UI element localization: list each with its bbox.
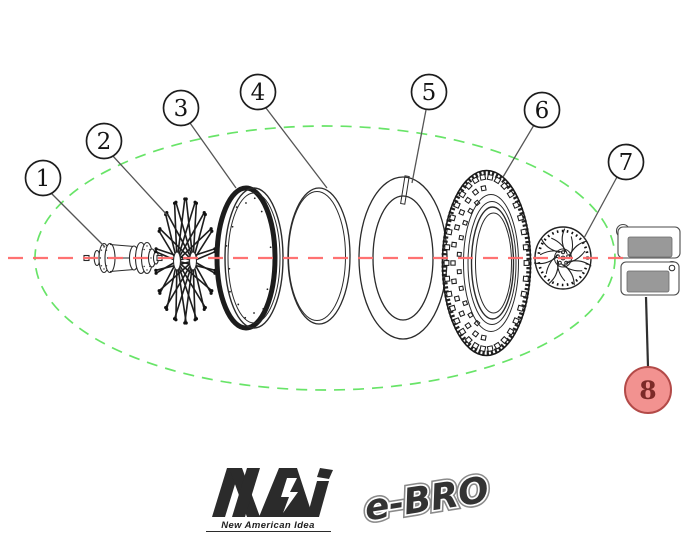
nai-letter-i-top — [317, 468, 333, 479]
leader-line — [111, 154, 169, 217]
callout-number: 4 — [251, 80, 266, 106]
callout-number: 2 — [97, 129, 112, 155]
part-wheel-rim — [214, 185, 284, 331]
leader-line — [583, 176, 618, 239]
callout-7[interactable]: 7 — [583, 143, 645, 239]
callout-4[interactable]: 4 — [239, 73, 328, 189]
leader-line — [411, 109, 427, 184]
nai-tagline: New American Idea — [221, 520, 315, 531]
callout-number: 5 — [422, 80, 437, 106]
callout-circle[interactable] — [239, 73, 277, 111]
callout-2[interactable]: 2 — [85, 122, 169, 217]
callout-circle[interactable] — [24, 159, 62, 197]
nai-letter-n-stem2 — [232, 468, 260, 517]
leader-line — [189, 122, 237, 189]
callout-circle[interactable] — [523, 91, 561, 129]
callout-3[interactable]: 3 — [162, 89, 237, 189]
part-rim-band — [287, 187, 351, 325]
callout-number: 6 — [535, 98, 550, 124]
callout-5[interactable]: 5 — [410, 73, 448, 184]
pad-friction-upper — [627, 236, 673, 258]
leader-line — [265, 107, 328, 189]
callout-8-highlighted[interactable]: 8 — [624, 296, 672, 414]
valve-stem — [400, 175, 410, 205]
nai-letter-i-stem — [307, 481, 329, 517]
ebro-text: e-BRO — [362, 469, 492, 529]
ebro-logo: e-BRO e-BRO e-BRO — [359, 466, 495, 533]
rim-spoke-holes — [225, 197, 275, 319]
part-spoke-set — [154, 197, 217, 325]
leader-line — [50, 192, 106, 248]
leader-line — [502, 124, 535, 178]
callout-number: 3 — [174, 96, 189, 122]
tire-tread-knobs — [443, 173, 530, 353]
part-brake-pads — [615, 223, 681, 296]
callout-circle[interactable] — [85, 122, 123, 160]
nai-logo: New American Idea — [206, 468, 333, 532]
part-tire — [441, 169, 532, 357]
callout-circle[interactable] — [162, 89, 200, 127]
lightning-bolt-icon — [281, 478, 298, 513]
callout-number: 7 — [619, 150, 634, 176]
callout-circle[interactable] — [607, 143, 645, 181]
callout-number: 8 — [639, 376, 656, 405]
callout-circle-highlighted[interactable] — [624, 366, 672, 414]
callout-1[interactable]: 1 — [24, 159, 106, 248]
pad-friction-lower — [626, 270, 670, 293]
leader-line — [644, 296, 650, 368]
nai-letter-n-stem — [212, 468, 240, 517]
callout-circle[interactable] — [410, 73, 448, 111]
callout-number: 1 — [36, 166, 51, 192]
callout-6[interactable]: 6 — [502, 91, 561, 178]
hub-flange-holes — [99, 245, 152, 271]
